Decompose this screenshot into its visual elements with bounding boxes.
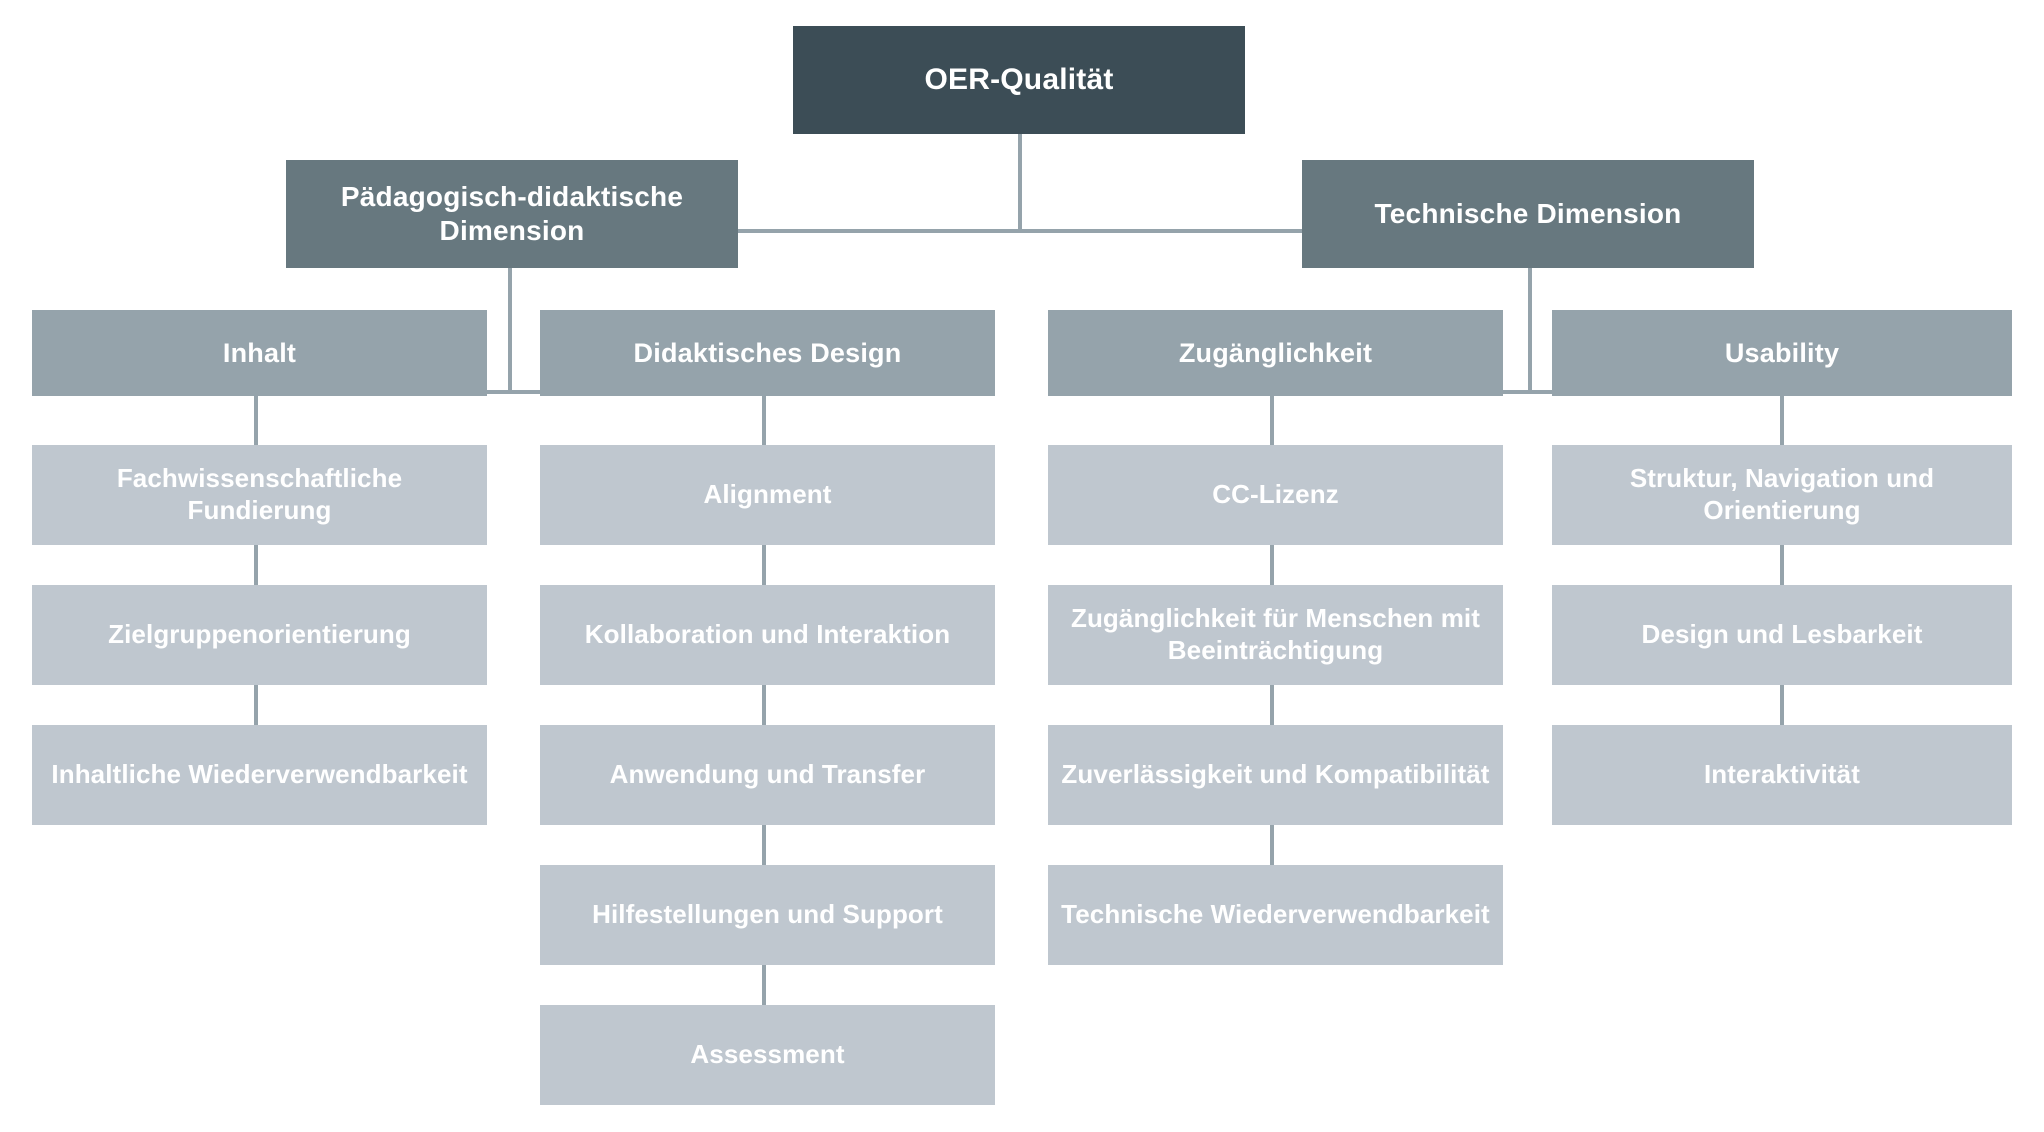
connector-c2-l2-to-l3 xyxy=(762,685,766,725)
node-leaf-zugaenglichkeit-fuer-menschen-mit-beeintraechtigung[interactable]: Zugänglichkeit für Menschen mit Beeinträ… xyxy=(1048,585,1503,685)
node-leaf-hilfestellungen-und-support[interactable]: Hilfestellungen und Support xyxy=(540,865,995,965)
connector-c4-l1-to-l2 xyxy=(1780,545,1784,585)
connector-c2-cat-to-l1 xyxy=(762,394,766,446)
node-leaf-kollaboration-und-interaktion[interactable]: Kollaboration und Interaktion xyxy=(540,585,995,685)
connector-c2-l3-to-l4 xyxy=(762,825,766,865)
connector-paedagogisch-category-bar xyxy=(256,390,764,394)
node-leaf-cc-lizenz[interactable]: CC-Lizenz xyxy=(1048,445,1503,545)
connector-root-down xyxy=(1018,133,1022,233)
node-leaf-inhaltliche-wiederverwendbarkeit[interactable]: Inhaltliche Wiederverwendbarkeit xyxy=(32,725,487,825)
connector-paedagogisch-down xyxy=(508,267,512,394)
node-category-inhalt[interactable]: Inhalt xyxy=(32,310,487,396)
connector-c3-l1-to-l2 xyxy=(1270,545,1274,585)
node-leaf-technische-wiederverwendbarkeit[interactable]: Technische Wiederverwendbarkeit xyxy=(1048,865,1503,965)
node-dimension-paedagogisch-didaktische[interactable]: Pädagogisch-didaktische Dimension xyxy=(286,160,738,268)
node-category-didaktisches-design[interactable]: Didaktisches Design xyxy=(540,310,995,396)
node-category-zugaenglichkeit[interactable]: Zugänglichkeit xyxy=(1048,310,1503,396)
node-leaf-zuverlaessigkeit-und-kompatibilitaet[interactable]: Zuverlässigkeit und Kompatibilität xyxy=(1048,725,1503,825)
node-leaf-struktur-navigation-und-orientierung[interactable]: Struktur, Navigation und Orientierung xyxy=(1552,445,2012,545)
node-leaf-zielgruppenorientierung[interactable]: Zielgruppenorientierung xyxy=(32,585,487,685)
connector-c4-l2-to-l3 xyxy=(1780,685,1784,725)
node-leaf-fachwissenschaftliche-fundierung[interactable]: Fachwissenschaftliche Fundierung xyxy=(32,445,487,545)
node-dimension-technische[interactable]: Technische Dimension xyxy=(1302,160,1754,268)
node-leaf-anwendung-und-transfer[interactable]: Anwendung und Transfer xyxy=(540,725,995,825)
node-leaf-interaktivitaet[interactable]: Interaktivität xyxy=(1552,725,2012,825)
connector-c1-l2-to-l3 xyxy=(254,685,258,725)
connector-c2-l4-to-l5 xyxy=(762,965,766,1005)
connector-c4-cat-to-l1 xyxy=(1780,394,1784,446)
connector-technische-down xyxy=(1528,267,1532,394)
connector-c3-cat-to-l1 xyxy=(1270,394,1274,446)
node-leaf-alignment[interactable]: Alignment xyxy=(540,445,995,545)
connector-c2-l1-to-l2 xyxy=(762,545,766,585)
connector-technische-category-bar xyxy=(1272,390,1780,394)
connector-c3-l3-to-l4 xyxy=(1270,825,1274,865)
node-root-oer-qualitaet[interactable]: OER-Qualität xyxy=(793,26,1245,134)
node-category-usability[interactable]: Usability xyxy=(1552,310,2012,396)
connector-c1-l1-to-l2 xyxy=(254,545,258,585)
node-leaf-design-und-lesbarkeit[interactable]: Design und Lesbarkeit xyxy=(1552,585,2012,685)
connector-dimension-bar xyxy=(510,229,1528,233)
connector-c3-l2-to-l3 xyxy=(1270,685,1274,725)
connector-c1-cat-to-l1 xyxy=(254,394,258,446)
node-leaf-assessment[interactable]: Assessment xyxy=(540,1005,995,1105)
